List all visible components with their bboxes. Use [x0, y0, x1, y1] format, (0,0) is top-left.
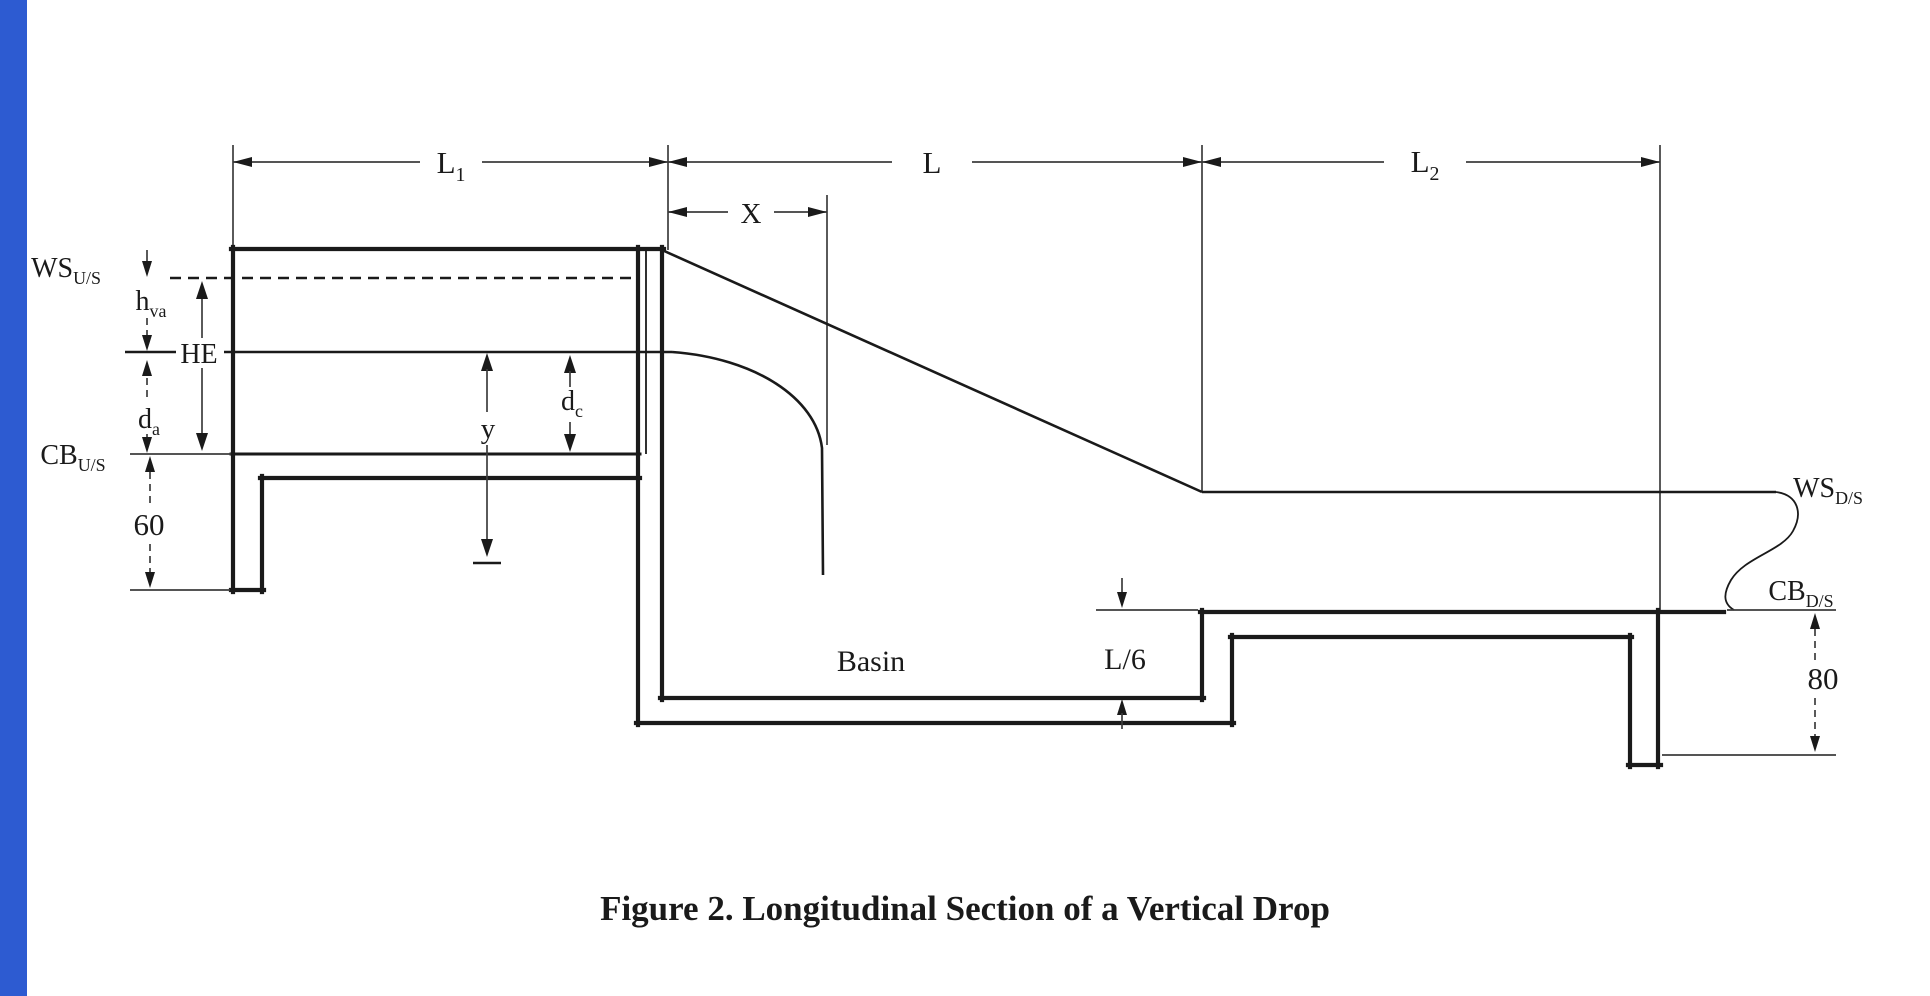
x-dimension: [668, 207, 827, 217]
top-dimension-lines: [233, 157, 1660, 167]
arrowhead-y-down: [481, 539, 493, 557]
label-l2: L2: [1411, 144, 1440, 185]
water-lines: [125, 250, 1798, 610]
label-he: HE: [180, 339, 217, 370]
downstream-cutoff-dimension: [1662, 610, 1836, 755]
label-l6: L/6: [1104, 643, 1146, 676]
label-cb-downstream: CBD/S: [1768, 576, 1833, 611]
arrowhead-x-right: [808, 207, 827, 217]
arrowhead-he-down: [196, 433, 208, 451]
left-accent-bar: [0, 0, 27, 996]
label-hva: hva: [136, 286, 167, 321]
arrowhead-x-left: [668, 207, 687, 217]
drop-structure-outline: [231, 247, 1724, 767]
arrowhead-da-up: [142, 360, 152, 376]
basin-depth-dimension: [1096, 578, 1198, 729]
label-y: y: [481, 413, 496, 445]
water-surface-break-wave: [1725, 492, 1798, 610]
upstream-level-dimensions: [130, 250, 231, 590]
arrowhead-he-up: [196, 281, 208, 299]
arrowhead-y-up: [481, 353, 493, 371]
arrowhead-80-up: [1810, 613, 1820, 629]
sloping-water-surface: [662, 250, 1202, 492]
label-ws-downstream: WSD/S: [1793, 473, 1863, 508]
channel-depth-dimensions: [473, 353, 576, 563]
arrowhead-hva-down: [142, 335, 152, 351]
arrowhead-da-down: [142, 437, 152, 453]
arrowhead-l2-right: [1641, 157, 1660, 167]
label-cb-upstream: CBU/S: [40, 440, 105, 475]
arrowhead-60-down: [145, 572, 155, 588]
label-l: L: [923, 145, 942, 180]
figure-caption: Figure 2. Longitudinal Section of a Vert…: [600, 889, 1330, 928]
arrowhead-dc-up: [564, 355, 576, 373]
arrowhead-l1-left: [233, 157, 252, 167]
labels: L1 L L2 X WSU/S hva HE da CBU/S 60 y dc …: [31, 144, 1863, 696]
arrowhead-l6-up: [1117, 699, 1127, 715]
label-80: 80: [1808, 661, 1839, 696]
arrowhead-l-left: [668, 157, 687, 167]
arrowhead-ws-down: [142, 261, 152, 277]
nappe-curve: [672, 352, 823, 575]
arrowhead-80-down: [1810, 736, 1820, 752]
arrowhead-l6-down: [1117, 592, 1127, 608]
label-dc: dc: [561, 386, 583, 421]
arrowhead-dc-down: [564, 434, 576, 452]
label-60: 60: [134, 507, 165, 542]
label-x: X: [741, 198, 762, 230]
arrowhead-l2-left: [1202, 157, 1221, 167]
arrowhead-60-up: [145, 456, 155, 472]
arrowhead-l1-right: [649, 157, 668, 167]
label-ws-upstream: WSU/S: [31, 253, 101, 288]
label-basin: Basin: [837, 645, 905, 678]
arrowhead-l-right: [1183, 157, 1202, 167]
label-l1: L1: [437, 145, 466, 186]
label-da: da: [138, 404, 160, 439]
